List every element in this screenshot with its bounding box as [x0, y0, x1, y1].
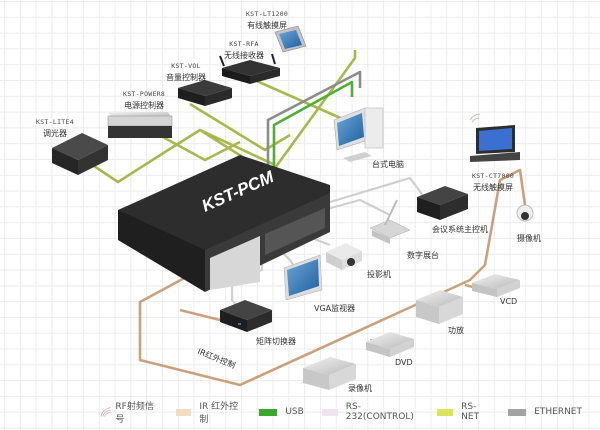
kst-pcm-device[interactable]: KST-PCM	[118, 155, 330, 292]
projector-device[interactable]	[326, 243, 362, 270]
kst-vol-device[interactable]	[178, 80, 232, 106]
visualizer-label: 数字展台	[407, 251, 439, 260]
legend-swatch-usb	[259, 408, 278, 416]
power8-label: KST-POWER8 电源控制器	[123, 89, 165, 111]
legend-item-ethernet: ETHERNET	[508, 407, 582, 417]
kst-lite4-device[interactable]	[52, 133, 108, 175]
legend-label-rsnet: RS-NET	[461, 402, 480, 422]
legend-item-rf: RF射频信号	[100, 399, 158, 425]
rsnet-cable-lite4	[84, 128, 276, 184]
ct7000-model: KST-CT7000	[472, 172, 515, 180]
amplifier-device[interactable]	[416, 290, 463, 324]
rfa-model: KST-RFA	[229, 40, 259, 48]
projector-label: 投影机	[367, 270, 391, 279]
conference-host-device[interactable]	[417, 186, 468, 220]
lite4-name: 调光器	[42, 129, 67, 138]
rfa-label: KST-RFA 无线接收器	[224, 39, 264, 61]
rsnet-cable-rfa	[249, 76, 346, 122]
lt1200-name: 有线触摸屏	[247, 21, 288, 30]
visualizer-device[interactable]	[369, 199, 411, 244]
rs232-cable-conference	[319, 176, 431, 207]
legend: RF射频信号 IR 红外控制 USB RS-232(CONTROL) RS-NET ETH…	[100, 402, 600, 425]
legend-item-ir: IR 红外控制	[175, 399, 242, 425]
legend-label-usb: USB	[285, 407, 304, 417]
vga-monitor-label: VGA监视器	[314, 304, 356, 313]
recorder-label: 录像机	[348, 384, 372, 393]
dvd-label: DVD	[395, 358, 413, 367]
legend-item-rs232: RS-232(CONTROL)	[321, 402, 420, 422]
lite4-model: KST-LITE4	[36, 118, 74, 126]
power8-model: KST-POWER8	[123, 90, 166, 98]
dvd-device[interactable]	[366, 332, 414, 357]
kst-ct7000-device[interactable]	[469, 113, 520, 162]
rfa-name: 无线接收器	[224, 51, 264, 60]
legend-item-rsnet: RS-NET	[437, 402, 490, 422]
kst-power8-device[interactable]	[107, 112, 173, 138]
matrix-switcher-device[interactable]	[220, 300, 272, 332]
rsnet-cable-vol	[189, 102, 291, 152]
legend-swatch-ir	[175, 408, 192, 416]
legend-item-usb: USB	[259, 407, 304, 417]
kst-rfa-device[interactable]	[219, 53, 280, 84]
ct7000-name: 无线触摸屏	[473, 183, 514, 192]
camera-label: 摄像机	[517, 234, 541, 243]
amplifier-label: 功放	[448, 326, 464, 335]
vol-name: 音量控制器	[166, 73, 206, 82]
legend-label-rs232: RS-232(CONTROL)	[345, 402, 414, 422]
rf-wave-icon	[469, 113, 481, 123]
legend-label-rf: RF射频信号	[115, 402, 154, 425]
pc-label: 台式电脑	[372, 160, 404, 169]
vol-model: KST-VOL	[171, 62, 201, 70]
lt1200-model: KST-LT1200	[246, 10, 289, 18]
vcd-device[interactable]	[472, 274, 520, 297]
conference-label: 会议系统主控机	[432, 225, 488, 234]
ct7000-label: KST-CT7000 无线触摸屏	[472, 171, 514, 193]
vol-label: KST-VOL 音量控制器	[166, 61, 206, 83]
legend-swatch-rs232	[321, 408, 338, 416]
legend-label-ethernet: ETHERNET	[534, 407, 582, 417]
rsnet-cable-lt1200	[273, 50, 357, 169]
lite4-label: KST-LITE4 调光器	[36, 117, 74, 139]
matrix-label: 矩阵切换器	[256, 337, 296, 346]
rf-wave-icon	[100, 407, 111, 417]
kst-lt1200-device[interactable]	[274, 25, 307, 53]
vcd-label: VCD	[500, 297, 518, 306]
legend-label-ir: IR 红外控制	[199, 402, 239, 425]
legend-swatch-rsnet	[437, 408, 454, 416]
desktop-pc-device[interactable]	[333, 107, 384, 162]
legend-swatch-ethernet	[508, 408, 527, 416]
power8-name: 电源控制器	[124, 101, 165, 110]
lt1200-label: KST-LT1200 有线触摸屏	[246, 9, 288, 31]
vga-monitor-device[interactable]	[283, 254, 323, 301]
recorder-device[interactable]	[303, 357, 356, 390]
camera-device[interactable]	[516, 204, 534, 222]
